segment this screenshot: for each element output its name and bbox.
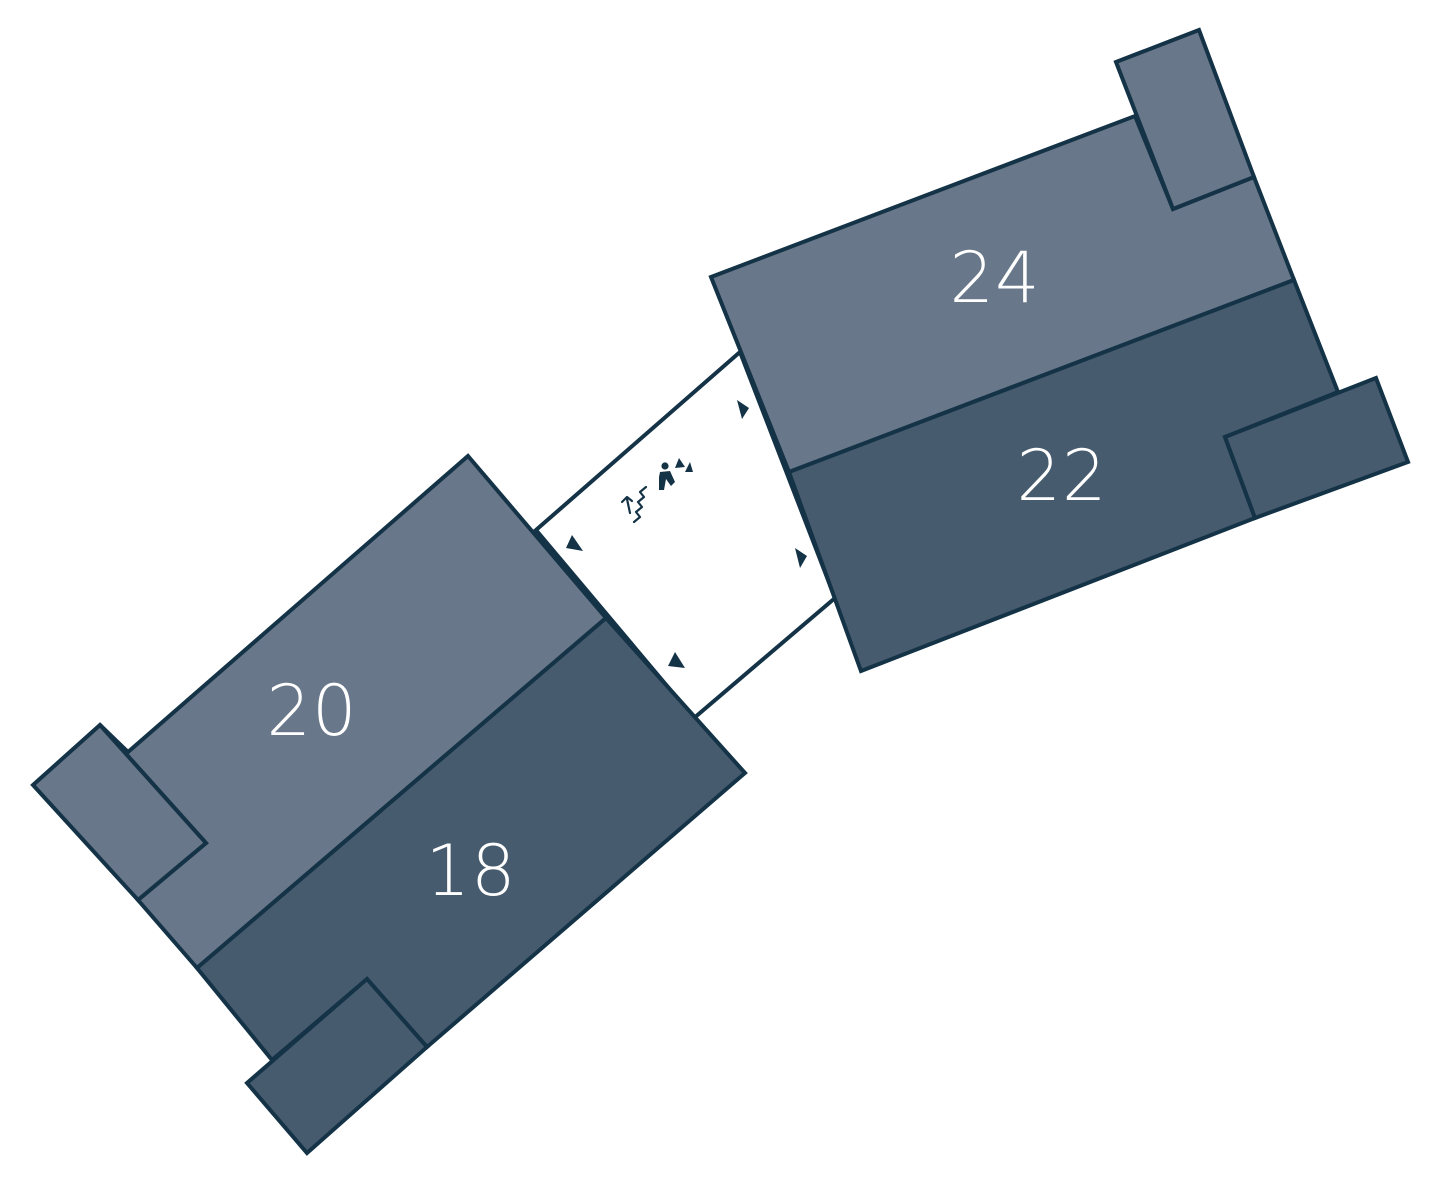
building-left xyxy=(30,453,748,1156)
unit-24-label: 24 xyxy=(949,237,1040,319)
stairs-icon xyxy=(620,485,648,524)
unit-20-annex[interactable] xyxy=(30,722,209,903)
building-right xyxy=(708,27,1411,674)
door-entrance-marker-icon xyxy=(795,548,807,568)
elevator-icon xyxy=(659,458,693,490)
door-entrance-marker-icon xyxy=(737,400,749,419)
unit-18-annex[interactable] xyxy=(244,976,430,1156)
unit-20-label: 20 xyxy=(266,670,357,752)
unit-18-label: 18 xyxy=(425,830,516,912)
door-entrance-marker-icon xyxy=(668,652,685,668)
unit-22-label: 22 xyxy=(1016,435,1107,517)
door-entrance-marker-icon xyxy=(566,535,583,551)
unit-22-annex[interactable] xyxy=(1222,375,1411,521)
unit-24-annex[interactable] xyxy=(1113,27,1257,212)
